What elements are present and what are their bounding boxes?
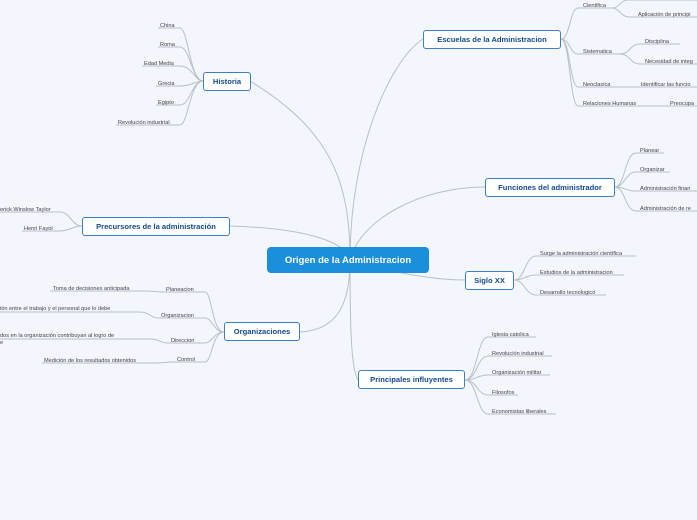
topic-precursores[interactable]: Precursores de la administración — [82, 217, 230, 236]
topic-historia[interactable]: Historia — [203, 72, 251, 91]
historia-item-egipto[interactable]: Egipto — [158, 100, 174, 106]
org-sub-control[interactable]: Control — [177, 357, 196, 363]
historia-item-grecia[interactable]: Grecia — [158, 81, 175, 87]
siglo-item-tecnologico[interactable]: Desarrollo tecnologico — [540, 290, 596, 296]
siglo-item-cientifica[interactable]: Surge la administración científica — [540, 251, 623, 257]
org-detail-direccion[interactable]: dos en la organización contribuyan al lo… — [0, 333, 115, 346]
influyente-filosofos[interactable]: Filosofos — [492, 390, 515, 396]
topic-influyentes[interactable]: Principales influyentes — [358, 370, 465, 389]
escuela-detail-preocupa[interactable]: Preocupa — [670, 101, 694, 107]
org-sub-planeacion[interactable]: Planeacion — [166, 287, 194, 293]
org-detail-planeacion[interactable]: Toma de decisiones anticipada — [53, 286, 130, 292]
escuela-neoclasica[interactable]: Neoclasica — [583, 82, 611, 88]
escuela-detail-aplicacion[interactable]: Aplicación de principi — [638, 12, 691, 18]
funcion-planear[interactable]: Planear — [640, 148, 660, 154]
influyente-economistas[interactable]: Economistas liberales — [492, 409, 547, 415]
funcion-organizar[interactable]: Organizar — [640, 167, 665, 173]
siglo-item-estudios[interactable]: Estudios de la administracion — [540, 270, 613, 276]
influyente-militar[interactable]: Organización militar — [492, 370, 542, 376]
org-sub-organizacion[interactable]: Organizacion — [161, 313, 194, 319]
historia-item-roma[interactable]: Roma — [160, 42, 175, 48]
historia-item-china[interactable]: China — [160, 23, 175, 29]
funcion-finanzas[interactable]: Administración finan — [640, 186, 691, 192]
funcion-recursos[interactable]: Administración de re — [640, 206, 691, 212]
topic-organizaciones[interactable]: Organizaciones — [224, 322, 300, 341]
escuela-cientifica[interactable]: Cientifica — [583, 3, 607, 9]
escuela-sistematica[interactable]: Sistematica — [583, 49, 612, 55]
escuela-detail-identificar[interactable]: Identificar las funcio — [641, 82, 691, 88]
influyente-revolucion[interactable]: Revolución industrial — [492, 351, 544, 357]
escuela-detail-necesidad[interactable]: Necesidad de integ — [645, 59, 693, 65]
precursor-taylor[interactable]: erick Winslow Taylor — [0, 207, 51, 213]
precursor-fayol[interactable]: Henri Fayol — [24, 226, 53, 232]
topic-escuelas[interactable]: Escuelas de la Administracion — [423, 30, 561, 49]
topic-siglo-xx[interactable]: Siglo XX — [465, 271, 514, 290]
org-detail-organizacion[interactable]: ión entre el trabajo y el personal que l… — [0, 306, 111, 312]
historia-item-edad-media[interactable]: Edad Media — [144, 61, 174, 67]
central-topic[interactable]: Origen de la Administracion — [267, 247, 429, 273]
org-detail-direccion-text: dos en la organización contribuyan al lo… — [0, 333, 115, 339]
org-sub-direccion[interactable]: Direccion — [171, 338, 195, 344]
org-detail-control[interactable]: Medición de los resultados obtenidos — [44, 358, 137, 364]
topic-funciones[interactable]: Funciones del administrador — [485, 178, 615, 197]
historia-item-revolucion[interactable]: Revolución industrial — [118, 120, 170, 126]
escuela-detail-disciplina[interactable]: Disciplina — [645, 39, 669, 45]
influyente-iglesia[interactable]: Iglesia catolica — [492, 332, 529, 338]
escuela-relaciones[interactable]: Relaciones Humanas — [583, 101, 637, 107]
